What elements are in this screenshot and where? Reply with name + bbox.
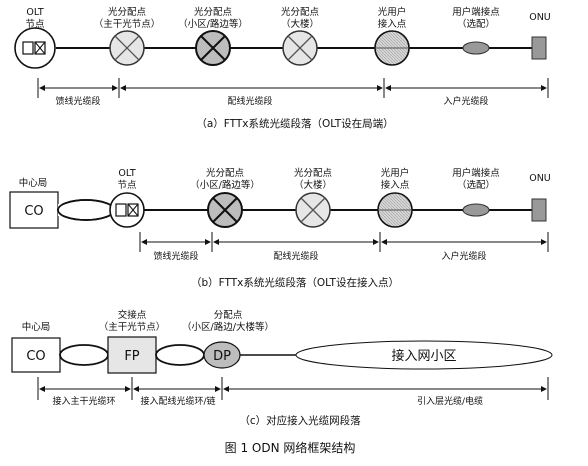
split2-label-b: 光分配点 — [294, 167, 333, 179]
olt-sub-label-b: 节点 — [117, 180, 137, 191]
fp-box-c — [107, 336, 157, 374]
ue-label-b: 用户端接点 — [452, 167, 500, 179]
dp-sub-c: （小区/路边/大楼等） — [182, 321, 274, 333]
segment-distribution-a: 配线光缆段 — [227, 95, 272, 107]
split1-sub-label-a: （主干光节点） — [94, 18, 161, 30]
segment-trunk-ring-c: 接入主干光缆环 — [52, 395, 115, 407]
user-end-connector-icon-a — [462, 41, 490, 55]
user-label-b: 光用户 — [381, 167, 410, 179]
olt-box-icon-a — [22, 41, 34, 55]
split3-label-a: 光分配点 — [281, 6, 320, 18]
access-area-c — [295, 340, 553, 370]
panel-c: 中心局 交接点 （主干光节点） 分配点 （小区/路边/大楼等） CO FP DP… — [11, 309, 553, 427]
ue-sub-label-b: （选配） — [457, 179, 495, 191]
user-end-connector-icon-b — [462, 203, 490, 217]
access-area-text-c: 接入网小区 — [391, 348, 456, 364]
segment-feeder-b: 馈线光缆段 — [153, 250, 198, 262]
split2-sub-label-b: （大楼） — [294, 179, 332, 191]
panel-b: 中心局 OLT 节点 光分配点 （小区/路边等） 光分配点 （大楼） 光用户 接… — [9, 167, 551, 289]
onu-icon-b — [531, 198, 547, 222]
co-box-b — [9, 191, 59, 229]
user-sub-label-b: 接入点 — [381, 179, 410, 191]
onu-icon-a — [531, 36, 547, 60]
onu-label-b: ONU — [529, 173, 551, 184]
fp-sub-c: （主干光节点） — [99, 321, 166, 333]
co-text-b: CO — [24, 204, 43, 219]
olt-node-b — [109, 192, 145, 228]
split2-label-a: 光分配点 — [194, 6, 233, 18]
dp-title-c: 分配点 — [214, 310, 243, 321]
segment-feeder-a: 馈线光缆段 — [55, 95, 100, 107]
split2-sub-label-a: （小区/路边等） — [178, 18, 248, 30]
segment-drop-b: 入户光缆段 — [441, 250, 486, 262]
split1-label-a: 光分配点 — [108, 6, 147, 18]
split1-label-b: 光分配点 — [206, 167, 245, 179]
olt-box-icon-b — [115, 203, 127, 217]
onu-label-a: ONU — [529, 12, 551, 23]
fp-title-c: 交接点 — [118, 309, 147, 321]
co-text-c: CO — [26, 349, 45, 364]
caption-c: （c）对应接入光缆网段落 — [239, 414, 361, 427]
co-title-b: 中心局 — [19, 177, 48, 189]
fiber-ring-co-fp — [59, 344, 109, 366]
user-sub-label-a: 接入点 — [378, 18, 407, 30]
olt-label-a: OLT — [26, 7, 43, 18]
segment-drop-a: 入户光缆段 — [443, 95, 488, 107]
olt-sub-label-a: 节点 — [25, 19, 45, 30]
segment-distribution-b: 配线光缆段 — [273, 250, 318, 262]
ue-label-a: 用户端接点 — [452, 6, 500, 18]
dp-text-c: DP — [213, 349, 231, 364]
olt-label-b: OLT — [118, 168, 135, 179]
panel-a: OLT 节点 光分配点 （主干光节点） 光分配点 （小区/路边等） 光分配点 （… — [14, 6, 551, 130]
split1-sub-label-b: （小区/路边等） — [190, 179, 260, 191]
co-title-c: 中心局 — [22, 321, 51, 333]
ue-sub-label-a: （选配） — [457, 18, 495, 30]
segment-distribution-ring-c: 接入配线光缆环/链 — [140, 395, 215, 407]
fiber-ring-fp-dp — [155, 344, 205, 366]
figure-caption: 图 1 ODN 网络框架结构 — [225, 440, 356, 455]
split3-sub-label-a: （大楼） — [281, 18, 319, 30]
user-label-a: 光用户 — [378, 6, 407, 18]
caption-b: （b）FTTx系统光缆段落（OLT设在接入点） — [191, 276, 399, 289]
fp-text-c: FP — [124, 349, 139, 364]
segment-drop-cable-c: 引入层光缆/电缆 — [417, 395, 483, 407]
caption-a: （a）FTTx系统光缆段落（OLT设在局端） — [196, 117, 393, 130]
